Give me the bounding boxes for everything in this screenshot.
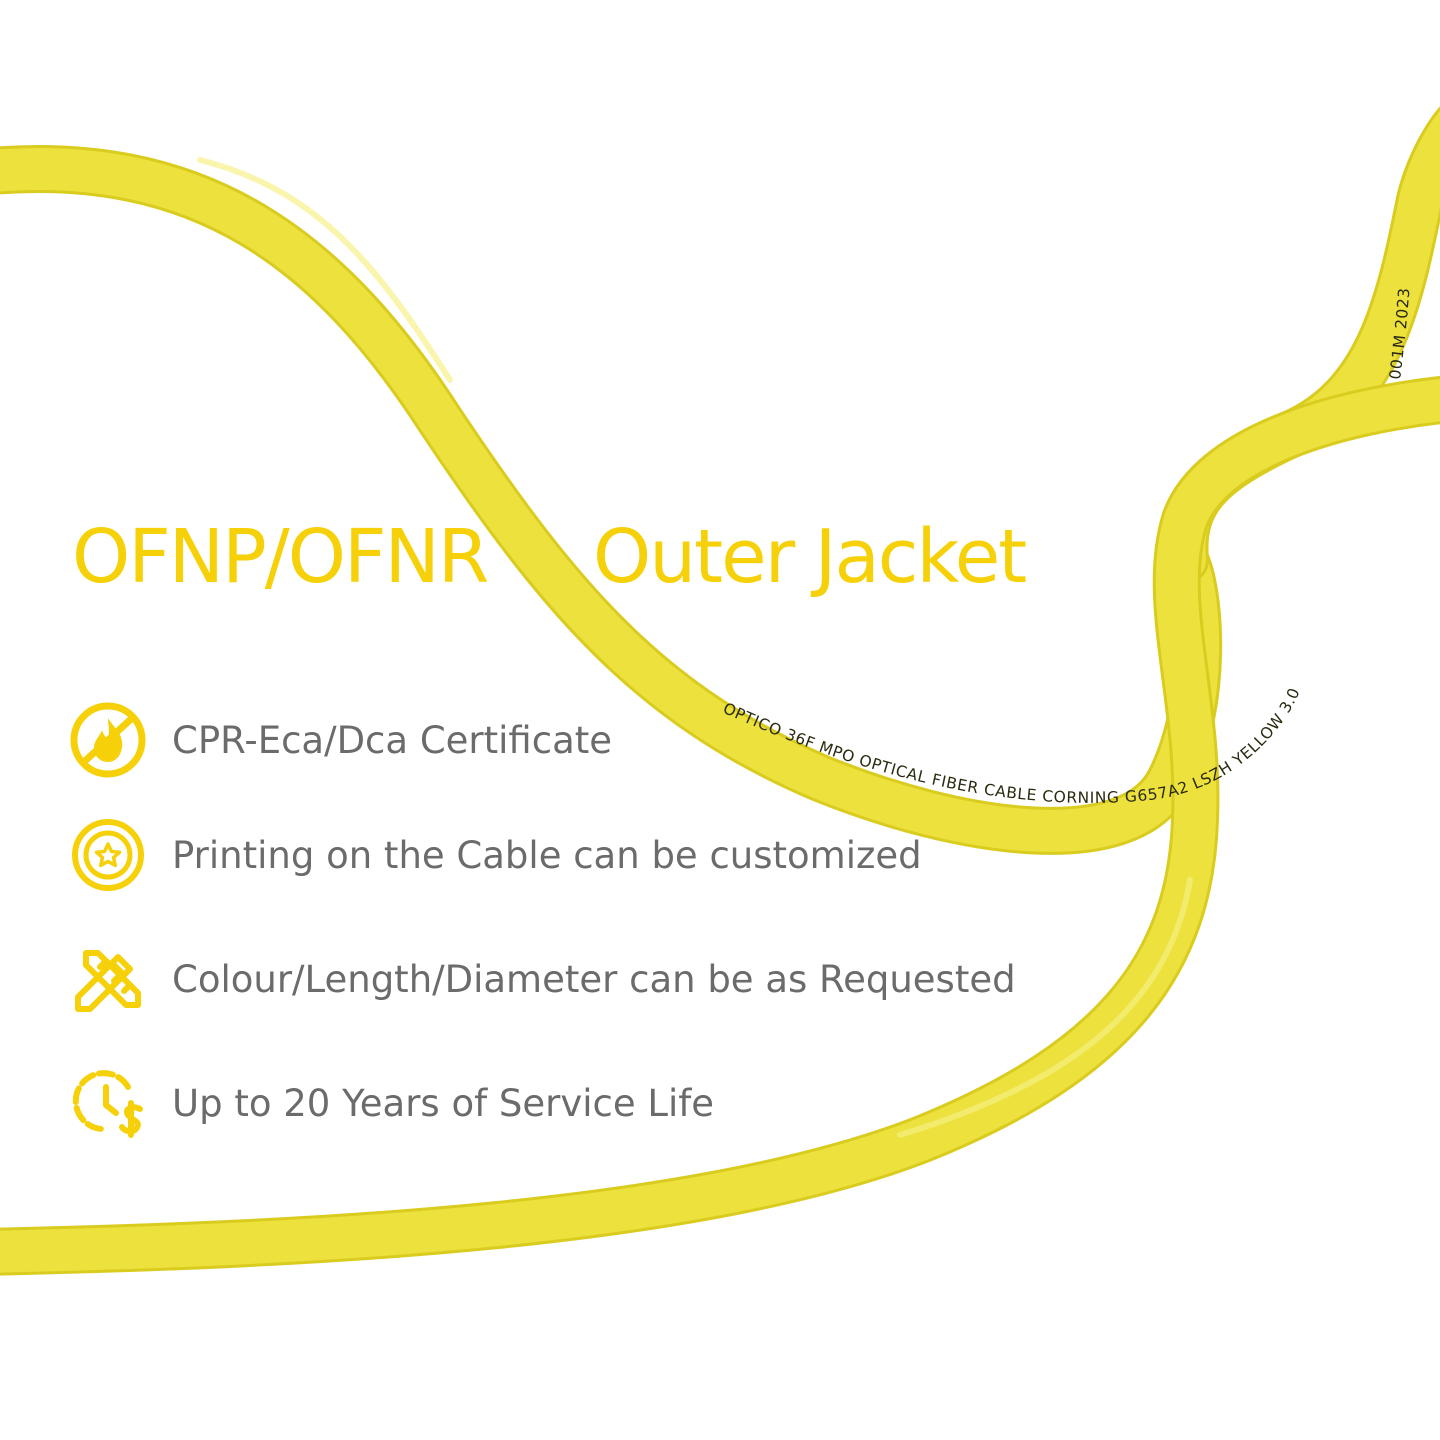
feature-item-cpr-certificate: CPR-Eca/Dca Certificate xyxy=(70,702,612,778)
feature-item-custom-dimensions: Colour/Length/Diameter can be as Request… xyxy=(70,941,1016,1017)
feature-label: Up to 20 Years of Service Life xyxy=(172,1081,715,1125)
title-jacket-type: OFNP/OFNR xyxy=(72,514,489,600)
feature-item-custom-printing: Printing on the Cable can be customized xyxy=(70,817,922,893)
clock-dollar-icon xyxy=(72,1070,143,1138)
feature-label: Colour/Length/Diameter can be as Request… xyxy=(172,957,1016,1001)
flame-retardant-icon xyxy=(70,702,146,778)
feature-item-service-life: Up to 20 Years of Service Life xyxy=(70,1065,714,1141)
pencil-ruler-icon xyxy=(75,950,141,1012)
feature-label: CPR-Eca/Dca Certificate xyxy=(172,718,613,762)
cable-highlight xyxy=(897,877,1193,1138)
cable-highlight xyxy=(197,157,453,383)
feature-label: Printing on the Cable can be customized xyxy=(172,833,922,877)
star-badge-icon xyxy=(72,819,144,891)
title-outer-jacket: Outer Jacket xyxy=(593,514,1027,600)
